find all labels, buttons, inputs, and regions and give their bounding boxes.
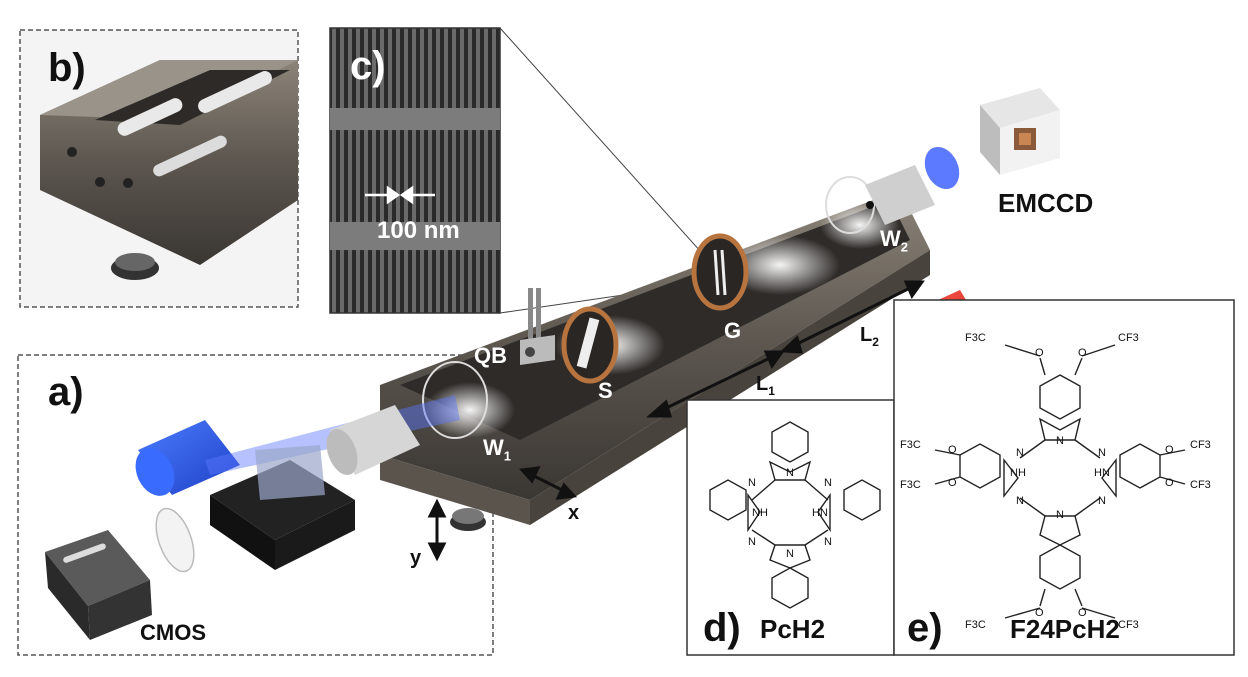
f24-n-top-left: N [1016,447,1024,459]
l2-label: L2 [860,325,879,348]
l1-arrow [646,350,785,418]
f24-n-bottom: N [1056,509,1064,521]
scale-bar-arrows [365,185,435,205]
l2-subscript: 2 [872,335,879,349]
panel-e-frame [893,299,1235,656]
f24-n-bottom-right: N [1098,495,1106,507]
w1-subscript: 1 [503,448,511,464]
f24pch2-structure [934,344,1186,619]
cmos-camera [45,530,152,640]
l1-label: L1 [756,374,775,397]
f24-o-top-right: O [1078,347,1087,359]
pch2-n-bottom-right: N [824,536,832,548]
sem-support-bar [330,222,500,250]
f24-cf3-right-1: CF3 [1190,439,1211,451]
l2-letter: L [860,324,873,346]
f24-nh-right: HN [1094,467,1110,479]
emccd-camera [980,88,1060,175]
x-axis-arrow [518,466,578,500]
f24-n-top-right: N [1098,447,1106,459]
pch2-n-top-left: N [748,477,756,489]
pch2-n-bottom: N [786,548,794,560]
f24-nh-left: NH [1010,467,1026,479]
y-axis-arrow [427,498,447,562]
pch2-structure [709,421,881,609]
pch2-n-top: N [786,467,794,479]
emccd-label: EMCCD [998,188,1094,218]
f24-o-right-2: O [1165,477,1174,489]
panel-b-mount-render [40,60,298,280]
vacuum-chamber [380,190,930,525]
f24-o-right-1: O [1165,444,1174,456]
f24-o-top-left: O [1035,347,1044,359]
pch2-name: PcH2 [760,614,826,644]
lens-tube-b [865,165,935,225]
window-w2 [825,176,875,234]
f24-cf3-bottom-right: CF3 [1118,619,1139,631]
pch2-n-bottom-left: N [748,536,756,548]
g-label: G [724,318,742,343]
pch2-n-top-right: N [824,477,832,489]
panel-d-label: d) [703,606,741,650]
l2-arrow [779,280,925,354]
window-w1 [422,361,488,439]
l1-letter: L [756,373,769,395]
chamber-feet [450,508,486,531]
qb-label: QB [474,343,507,368]
w2-letter: W [880,226,901,251]
w2-subscript: 2 [900,239,908,255]
panel-b-label: b) [48,46,86,90]
w1-label: W1 [483,435,511,464]
grating-g [691,233,749,311]
panel-d-frame [686,399,895,656]
f24-o-left-2: O [948,477,957,489]
f24-cf3-top-right: CF3 [1118,332,1139,344]
f24-o-bottom-right: O [1078,607,1087,619]
pch2-nh-left: NH [752,507,768,519]
lens-tube-a [326,405,420,476]
lens-a [155,507,195,573]
w1-letter: W [483,435,504,460]
w2-label: W2 [880,226,908,255]
panel-c-label: c) [350,44,386,88]
s-label: S [598,378,613,403]
panel-c-sem-image [329,27,501,314]
scale-bar-label: 100 nm [377,217,460,244]
blue-filter [924,146,960,190]
panel-a-label: a) [48,370,84,414]
x-axis-label: x [568,502,580,524]
f24-cf3-left-1: F3C [900,439,921,451]
prism-holder [210,445,355,570]
f24-o-left-1: O [948,444,957,456]
grating-s [561,306,619,384]
y-axis-label: y [410,547,422,569]
l1-subscript: 1 [768,384,775,398]
blue-laser [135,420,240,496]
zoom-line [499,27,711,263]
sem-support-bar [330,108,500,130]
cmos-label: CMOS [140,620,206,645]
f24-o-bottom-left: O [1035,607,1044,619]
pch2-nh-right: HN [812,507,828,519]
f24-cf3-top-left: F3C [965,332,986,344]
f24-cf3-bottom-left: F3C [965,619,986,631]
panel-e-label: e) [907,606,943,650]
f24-n-bottom-left: N [1016,495,1024,507]
f24pch2-name: F24PcH2 [1010,614,1120,644]
quartz-balance-qb [520,288,555,365]
f24-cf3-right-2: CF3 [1190,479,1211,491]
f24-n-top: N [1056,435,1064,447]
f24-cf3-left-2: F3C [900,479,921,491]
